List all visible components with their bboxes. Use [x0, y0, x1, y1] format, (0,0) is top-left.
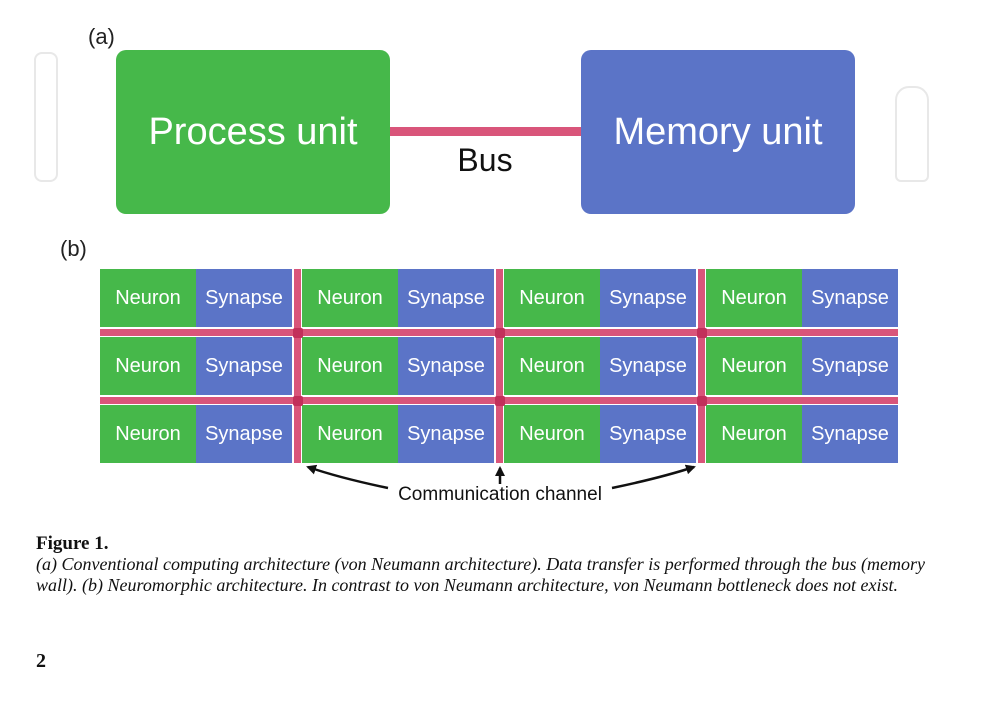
process-unit-label: Process unit: [148, 110, 358, 153]
neuron-cell: Neuron: [302, 337, 398, 395]
neuron-cell: Neuron: [706, 405, 802, 463]
synapse-cell: Synapse: [802, 337, 898, 395]
neuron-cell: Neuron: [302, 269, 398, 327]
neuron-cell: Neuron: [504, 337, 600, 395]
channel-vertical: [294, 269, 301, 463]
synapse-cell: Synapse: [398, 405, 494, 463]
synapse-cell: Synapse: [196, 269, 292, 327]
panel-b-label: (b): [60, 236, 87, 261]
synapse-cell: Synapse: [600, 405, 696, 463]
synapse-cell: Synapse: [600, 269, 696, 327]
synapse-cell: Synapse: [196, 405, 292, 463]
channel-junction: [697, 328, 707, 338]
synapse-cell: Synapse: [802, 269, 898, 327]
figure-caption-body: (a) Conventional computing architecture …: [36, 554, 926, 595]
memory-unit-label: Memory unit: [613, 110, 823, 153]
channel-junction: [495, 328, 505, 338]
channel-vertical: [496, 269, 503, 463]
neuron-cell: Neuron: [302, 405, 398, 463]
arrow-left: [306, 464, 389, 490]
communication-channel-label: Communication channel: [398, 484, 602, 505]
watermark-shape-right: [895, 86, 929, 182]
channel-vertical: [698, 269, 705, 463]
neuron-cell: Neuron: [100, 269, 196, 327]
neuron-cell: Neuron: [504, 269, 600, 327]
neuron-cell: Neuron: [706, 337, 802, 395]
neuron-cell: Neuron: [100, 337, 196, 395]
neuron-cell: Neuron: [504, 405, 600, 463]
neuron-cell: Neuron: [100, 405, 196, 463]
bus-line: [390, 127, 581, 136]
channel-junction: [293, 328, 303, 338]
synapse-cell: Synapse: [398, 337, 494, 395]
channel-junction: [697, 396, 707, 406]
channel-junction: [293, 396, 303, 406]
memory-unit-box: Memory unit: [581, 50, 855, 214]
synapse-cell: Synapse: [196, 337, 292, 395]
arrow-right: [611, 464, 696, 490]
page-number: 2: [36, 650, 46, 672]
bus-label: Bus: [457, 142, 513, 178]
figure-caption-title: Figure 1.: [36, 533, 109, 554]
process-unit-box: Process unit: [116, 50, 390, 214]
synapse-cell: Synapse: [398, 269, 494, 327]
synapse-cell: Synapse: [802, 405, 898, 463]
watermark-shape-left: [34, 52, 58, 182]
panel-a-label: (a): [88, 24, 115, 49]
synapse-cell: Synapse: [600, 337, 696, 395]
neuron-cell: Neuron: [706, 269, 802, 327]
channel-junction: [495, 396, 505, 406]
